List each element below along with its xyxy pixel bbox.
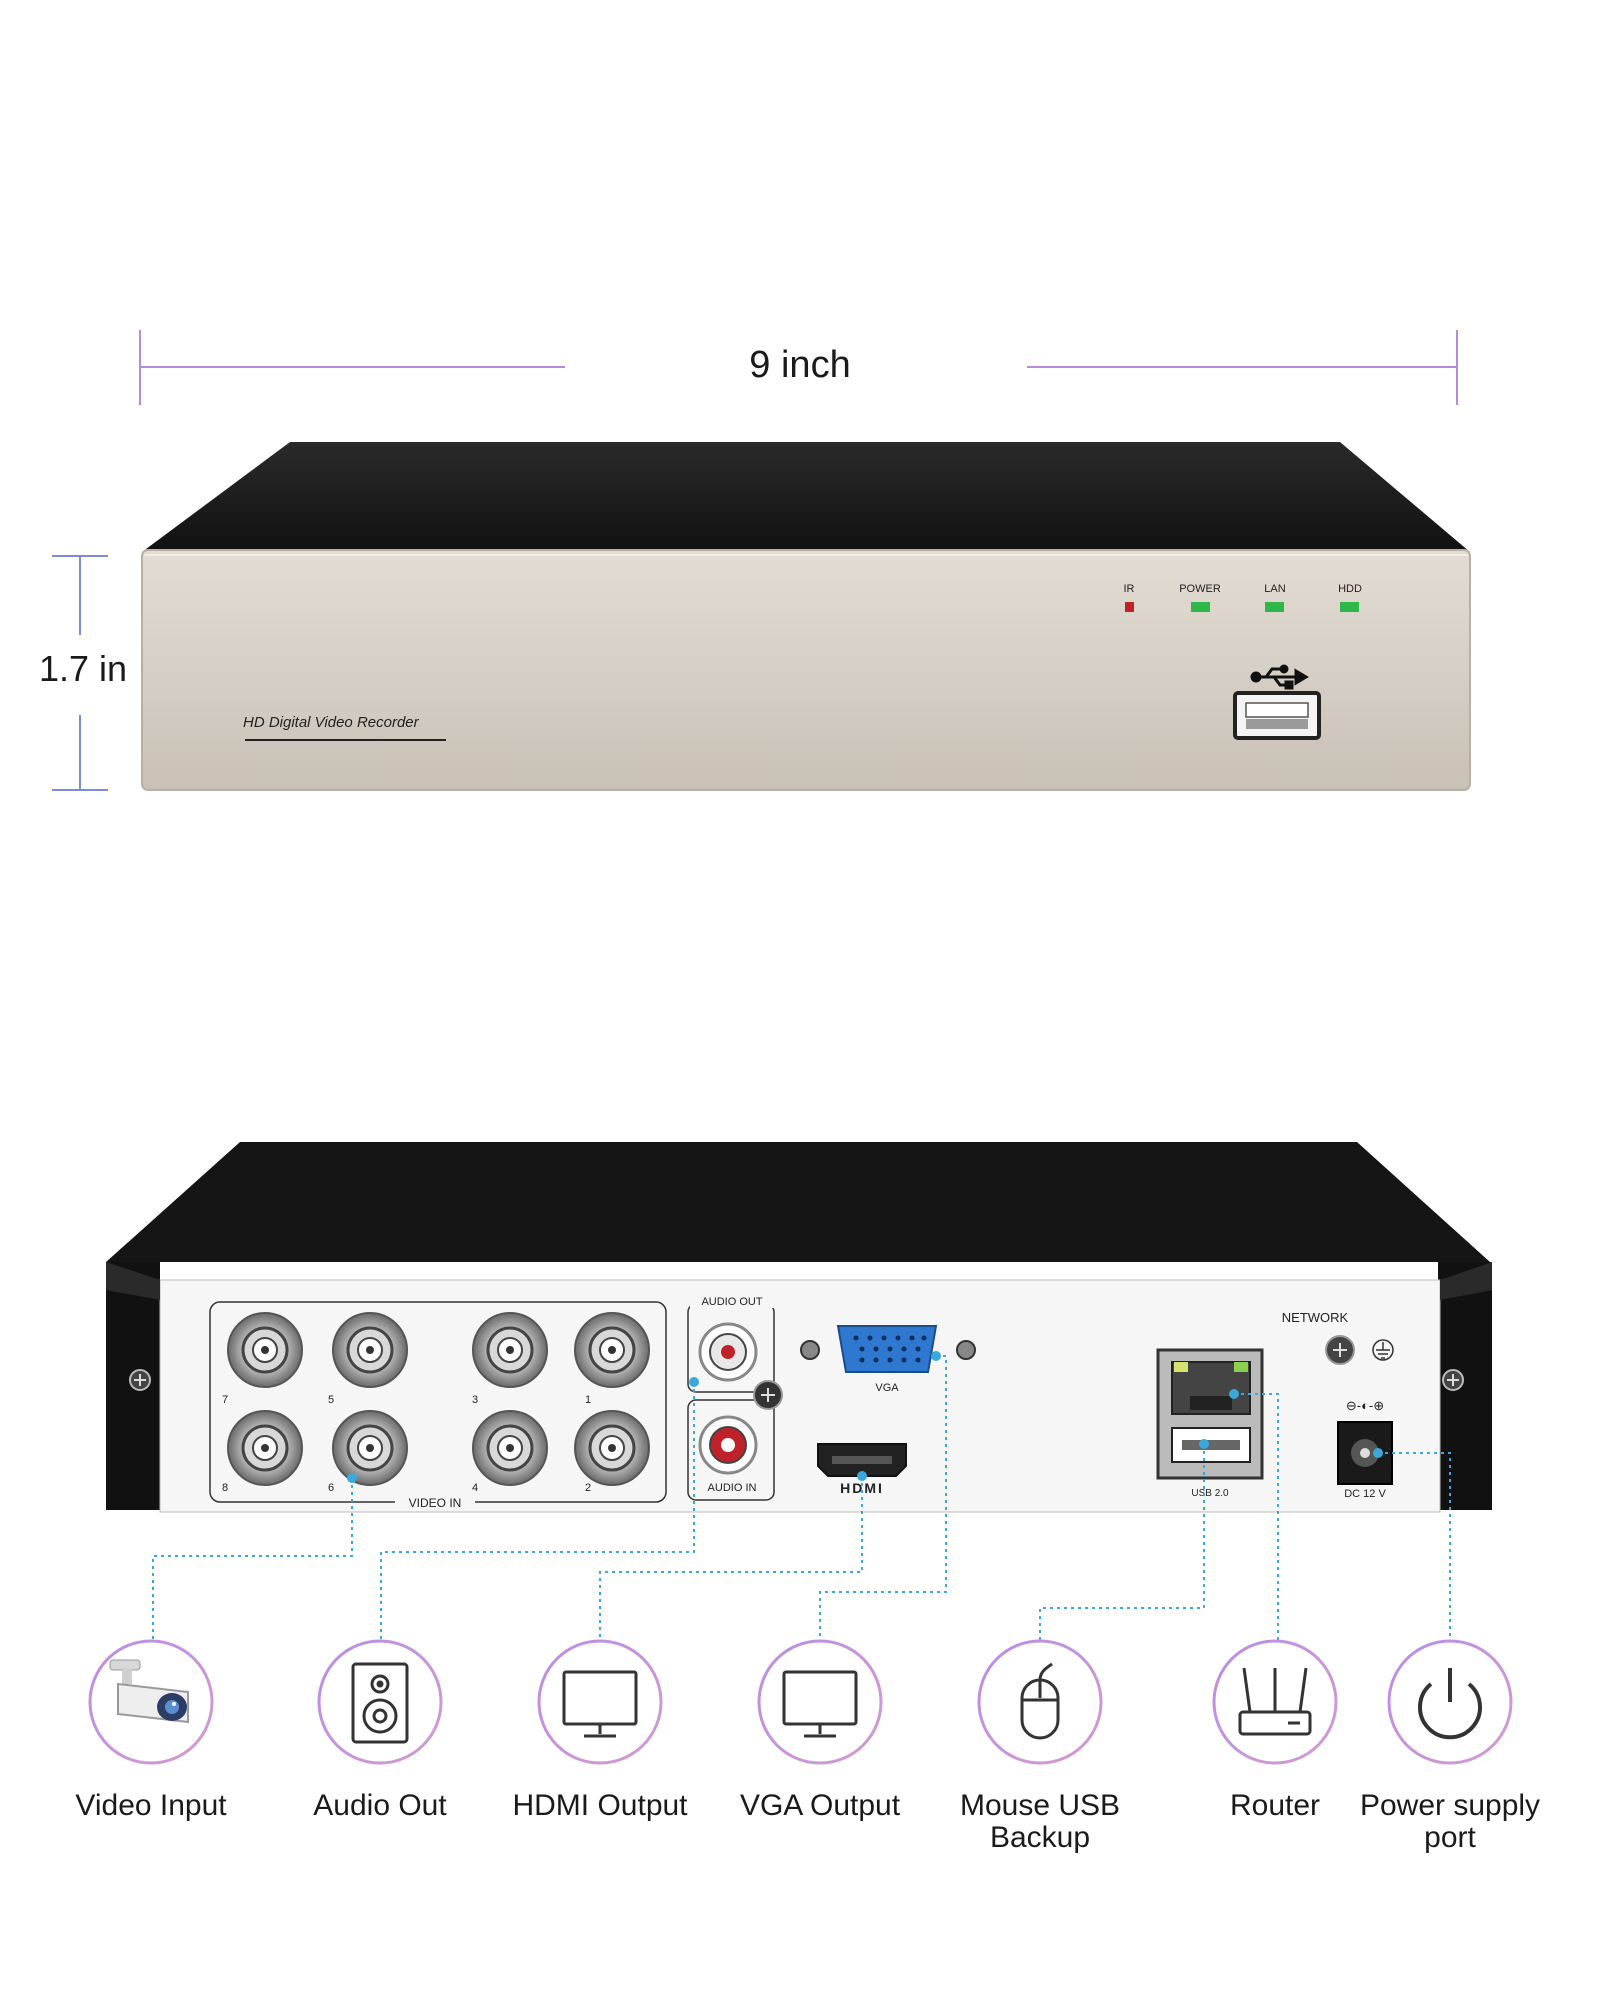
usb-label: USB 2.0	[1191, 1488, 1229, 1499]
monitor-icon	[562, 1670, 638, 1738]
bnc-number-2: 2	[585, 1482, 592, 1494]
feature-label-hdmi-output: HDMI Output	[512, 1789, 688, 1822]
bnc-number-5: 5	[328, 1394, 335, 1406]
indicator-label-power: POWER	[1179, 583, 1221, 595]
front-brand-text: HD Digital Video Recorder	[243, 714, 419, 731]
connector-mouse-usb	[1039, 1444, 1205, 1640]
usb-icon	[1250, 664, 1309, 690]
dc-label: DC 12 V	[1344, 1488, 1386, 1500]
dvr-front-face	[141, 549, 1471, 791]
connector-hdmi-output	[599, 1476, 863, 1640]
feature-label-video-input: Video Input	[75, 1789, 227, 1822]
feature-vga-output	[757, 1639, 883, 1765]
led-power	[1191, 602, 1210, 612]
indicator-label-hdd: HDD	[1338, 583, 1362, 595]
bnc-number-3: 3	[472, 1394, 479, 1406]
led-hdd	[1340, 602, 1359, 612]
ethernet-usb-stack	[1156, 1348, 1264, 1480]
feature-router	[1212, 1639, 1338, 1765]
bnc-number-1: 1	[585, 1394, 592, 1406]
bracket-screw-left	[129, 1369, 151, 1391]
connector-router	[1234, 1393, 1279, 1640]
feature-video-input	[88, 1639, 214, 1765]
rear-right-bracket	[1438, 1262, 1492, 1510]
connector-audio-out	[380, 1382, 695, 1640]
power-icon	[1418, 1668, 1482, 1740]
mouse-icon	[1020, 1662, 1060, 1740]
rear-top-cover	[106, 1142, 1490, 1262]
vga-port	[800, 1325, 976, 1373]
security-camera-icon	[109, 1659, 189, 1724]
bnc-number-6: 6	[328, 1482, 335, 1494]
connector-video-input	[152, 1478, 353, 1640]
indicator-label-lan: LAN	[1264, 583, 1286, 595]
bnc-number-7: 7	[222, 1394, 229, 1406]
feature-hdmi-output	[537, 1639, 663, 1765]
bnc-connectors	[227, 1312, 650, 1486]
bnc-number-8: 8	[222, 1482, 229, 1494]
led-lan	[1265, 602, 1284, 612]
video-in-label: VIDEO IN	[395, 1496, 475, 1510]
ground-symbol-icon	[1372, 1339, 1394, 1361]
audio-in-rca	[698, 1415, 758, 1475]
feature-label-audio-out: Audio Out	[313, 1789, 447, 1822]
feature-label-vga-output: VGA Output	[739, 1789, 901, 1822]
audio-in-group	[687, 1399, 775, 1501]
dc-power-jack	[1337, 1421, 1393, 1485]
dvr-top-cover	[142, 442, 1470, 552]
bracket-screw-right	[1442, 1369, 1464, 1391]
monitor-icon	[782, 1670, 858, 1738]
ground-screw-network	[1325, 1335, 1355, 1365]
led-ir	[1125, 602, 1134, 612]
audio-out-rca	[698, 1322, 758, 1382]
feature-audio-out	[317, 1639, 443, 1765]
polarity-symbol: ⊖-◐-⊕	[1345, 1398, 1385, 1413]
width-dimension-label: 9 inch	[749, 344, 851, 386]
vga-label: VGA	[875, 1382, 899, 1394]
feature-label-mouse-usb-backup: Mouse USB Backup	[959, 1789, 1121, 1854]
ground-screw-audio	[753, 1380, 783, 1410]
feature-mouse-usb-backup	[977, 1639, 1103, 1765]
height-dimension-label: 1.7 in	[38, 648, 128, 689]
audio-in-label: AUDIO IN	[707, 1482, 757, 1494]
router-icon	[1238, 1667, 1312, 1736]
audio-out-label: AUDIO OUT	[690, 1296, 774, 1308]
bnc-number-4: 4	[472, 1482, 479, 1494]
feature-power-supply	[1387, 1639, 1513, 1765]
hdmi-port	[817, 1443, 907, 1477]
feature-label-power-supply: Power supply port	[1359, 1789, 1541, 1854]
connector-power-supply	[1378, 1452, 1451, 1640]
indicator-label-ir: IR	[1123, 583, 1135, 595]
feature-label-router: Router	[1229, 1789, 1321, 1822]
speaker-icon	[351, 1662, 409, 1744]
connector-vga-output	[819, 1355, 947, 1640]
hdmi-label: HDMI	[840, 1480, 884, 1496]
network-label: NETWORK	[1281, 1310, 1349, 1325]
